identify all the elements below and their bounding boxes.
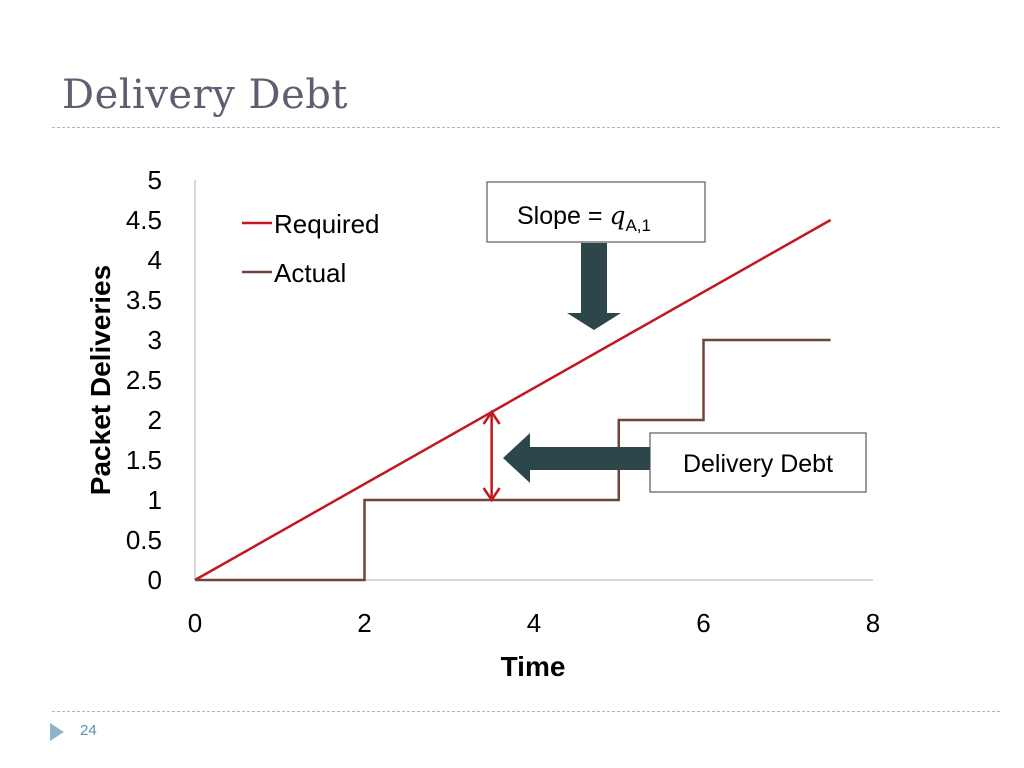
x-tick-labels: 0 2 4 6 8 — [188, 608, 880, 638]
y-tick-label: 3 — [148, 325, 162, 355]
x-tick-label: 4 — [527, 608, 541, 638]
y-tick-label: 2 — [148, 405, 162, 435]
page-number: 24 — [80, 722, 97, 739]
slide-marker-icon — [50, 723, 64, 741]
x-tick-label: 8 — [866, 608, 880, 638]
x-axis-label: Time — [501, 651, 566, 682]
y-axis-label: Packet Deliveries — [85, 265, 116, 495]
debt-pointer-arrow — [503, 433, 650, 483]
legend-actual-label: Actual — [274, 258, 346, 288]
title-divider — [52, 127, 1000, 128]
slope-callout-text: Slope = qA,1 — [517, 201, 651, 235]
chart-legend: Required Actual — [242, 209, 380, 288]
footer-divider — [52, 711, 1000, 712]
y-tick-label: 1.5 — [126, 445, 162, 475]
y-tick-label: 3.5 — [126, 285, 162, 315]
y-tick-label: 0.5 — [126, 525, 162, 555]
debt-gap-arrowhead-bottom — [482, 487, 501, 503]
slope-pointer-arrow — [567, 243, 621, 330]
slope-callout-box — [486, 181, 706, 243]
y-tick-label: 5 — [148, 165, 162, 195]
y-tick-label: 2.5 — [126, 365, 162, 395]
debt-gap-arrowhead-top — [482, 409, 501, 425]
debt-gap-marker — [482, 409, 501, 503]
y-tick-labels: 0 0.5 1 1.5 2 2.5 3 3.5 4 4.5 5 — [126, 165, 162, 595]
x-tick-label: 2 — [357, 608, 371, 638]
y-tick-label: 4.5 — [126, 205, 162, 235]
y-tick-label: 0 — [148, 565, 162, 595]
legend-required-label: Required — [274, 209, 380, 239]
x-tick-label: 6 — [696, 608, 710, 638]
y-tick-label: 4 — [148, 245, 162, 275]
x-tick-label: 0 — [188, 608, 202, 638]
slide-title: Delivery Debt — [62, 72, 348, 118]
debt-callout-text: Delivery Debt — [683, 450, 833, 478]
series-required-line — [194, 218, 832, 582]
y-tick-label: 1 — [148, 485, 162, 515]
